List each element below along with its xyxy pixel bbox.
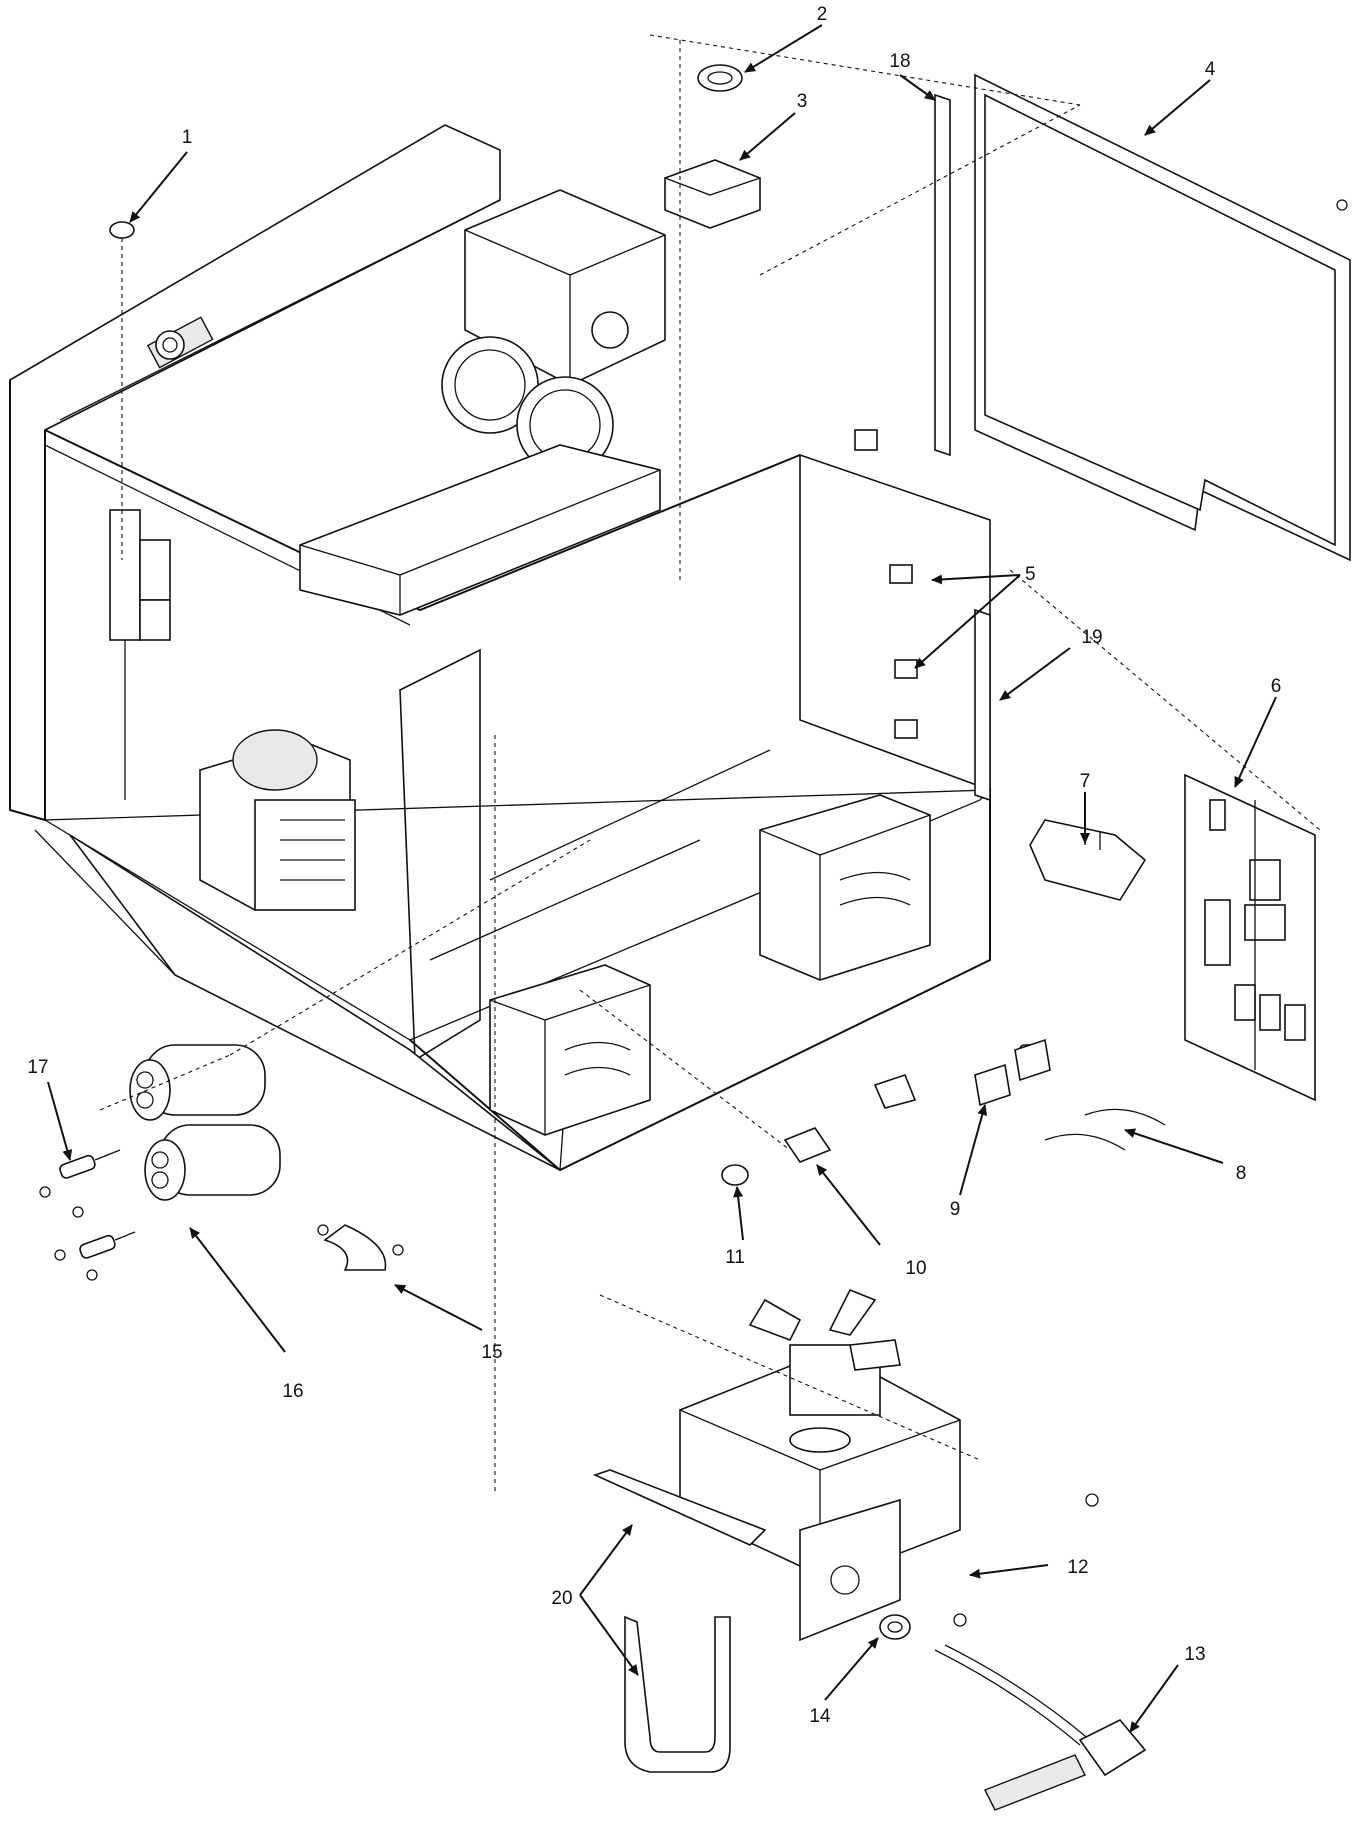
callout-13: 13 (1184, 1644, 1205, 1665)
clamp-part-2 (697, 64, 743, 92)
cavity-side-wall (399, 648, 481, 1062)
floor-transformer-right (759, 794, 931, 981)
callout-5: 5 (1025, 564, 1036, 585)
callout-19: 19 (1081, 627, 1102, 648)
relay-part-7 (1029, 819, 1147, 901)
grommet-part-1 (109, 221, 135, 560)
callout-2: 2 (817, 4, 828, 25)
left-transformer (199, 729, 356, 911)
back-wall-switches (854, 429, 918, 739)
callout-1: 1 (182, 127, 193, 148)
screw-icon (72, 1206, 84, 1218)
screw-icon (86, 1269, 98, 1281)
cavity-back-wall (799, 453, 991, 792)
knob-icon (155, 330, 185, 360)
screw-icon (54, 1249, 66, 1261)
motor-icon (591, 311, 629, 349)
screw-icon (1085, 1493, 1099, 1507)
callout-17: 17 (27, 1057, 48, 1078)
callout-labels: 1 2 3 4 5 6 7 8 9 10 11 12 13 14 15 16 1… (27, 4, 1281, 1727)
interlock-switch-group (109, 509, 171, 800)
capacitor-assembly (129, 1044, 281, 1201)
callout-20: 20 (551, 1588, 572, 1609)
callout-6: 6 (1271, 676, 1282, 697)
callout-16: 16 (282, 1381, 303, 1402)
callout-leaders (47, 24, 1277, 1733)
chassis-base (9, 124, 992, 1172)
callout-8: 8 (1236, 1163, 1247, 1184)
terminal-block-part-9 (974, 1038, 1051, 1107)
callout-7: 7 (1080, 771, 1091, 792)
callout-18: 18 (889, 51, 910, 72)
callout-9: 9 (950, 1199, 961, 1220)
callout-3: 3 (797, 91, 808, 112)
right-side-panel (974, 73, 1351, 562)
callout-12: 12 (1067, 1557, 1088, 1578)
side-strip (934, 93, 951, 457)
relay-part-3 (664, 159, 761, 229)
callout-14: 14 (809, 1706, 831, 1727)
callout-10: 10 (905, 1258, 926, 1279)
control-board (1184, 773, 1316, 1102)
bushing-part-14 (879, 1614, 911, 1640)
grommet-part-11 (721, 1164, 749, 1186)
duct-channel (299, 444, 661, 616)
vertical-strip (974, 608, 991, 802)
callout-4: 4 (1205, 59, 1216, 80)
callout-11: 11 (725, 1247, 745, 1268)
fan-duct-assembly (679, 1288, 961, 1642)
transformer-core-icon (232, 729, 318, 791)
seal-part-20 (592, 1469, 767, 1773)
bracket-part-15 (317, 1224, 404, 1271)
diode-part-17 (39, 1149, 136, 1281)
screw-icon (392, 1244, 404, 1256)
switch-bracket (109, 509, 141, 641)
callout-15: 15 (481, 1342, 502, 1363)
screw-icon (953, 1613, 967, 1627)
screw-icon (317, 1224, 329, 1236)
bracket-part-10 (783, 1074, 917, 1163)
floor-transformer-left (489, 964, 651, 1136)
power-cord-part-13 (934, 1644, 1147, 1811)
magnetron-assembly (299, 189, 666, 616)
screw-icon (39, 1186, 51, 1198)
screw-icon (1336, 199, 1348, 211)
